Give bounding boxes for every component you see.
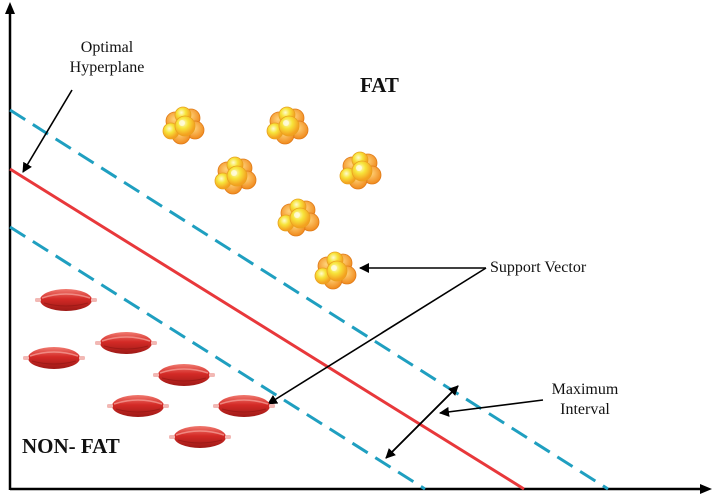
muscle-cell-icon [212,394,276,418]
lower-margin-line [9,225,426,491]
hyperplane-pointer-arrow [22,89,73,173]
maximum-interval-label: Maximum Interval [540,380,630,420]
optimal-hyperplane-line [9,167,525,491]
maximum-interval-label-line2: Interval [560,401,610,418]
optimal-hyperplane-label-line1: Optimal [80,39,134,56]
non-fat-class-label: NON- FAT [22,434,120,458]
fat-molecule-icon [214,156,257,195]
muscle-cell-icon [34,288,98,312]
support-vector-arrow-nonfat [267,267,487,405]
muscle-cell-icon [22,346,86,370]
fat-molecule-icon [266,106,309,145]
x-axis-arrowhead [700,484,712,494]
upper-margin-line [9,108,609,491]
optimal-hyperplane-label-line2: Hyperplane [69,59,145,76]
muscle-cell-icon [152,363,216,387]
muscle-cell-icon [94,331,158,355]
muscle-cell-icon [106,394,170,418]
muscle-cell-icon [168,425,232,449]
maximum-interval-arrow-b [385,385,459,459]
optimal-hyperplane-label: Optimal Hyperplane [44,38,170,78]
y-axis-arrowhead [5,2,15,14]
fat-molecule-icon [339,151,382,190]
fat-molecule-icon [162,106,205,145]
fat-molecule-icon [277,198,320,237]
fat-molecule-icon [314,251,357,290]
support-vector-label: Support Vector [490,259,587,276]
maximum-interval-label-arrow [439,399,544,417]
fat-class-label: FAT [360,73,399,97]
maximum-interval-label-line1: Maximum [551,381,619,398]
